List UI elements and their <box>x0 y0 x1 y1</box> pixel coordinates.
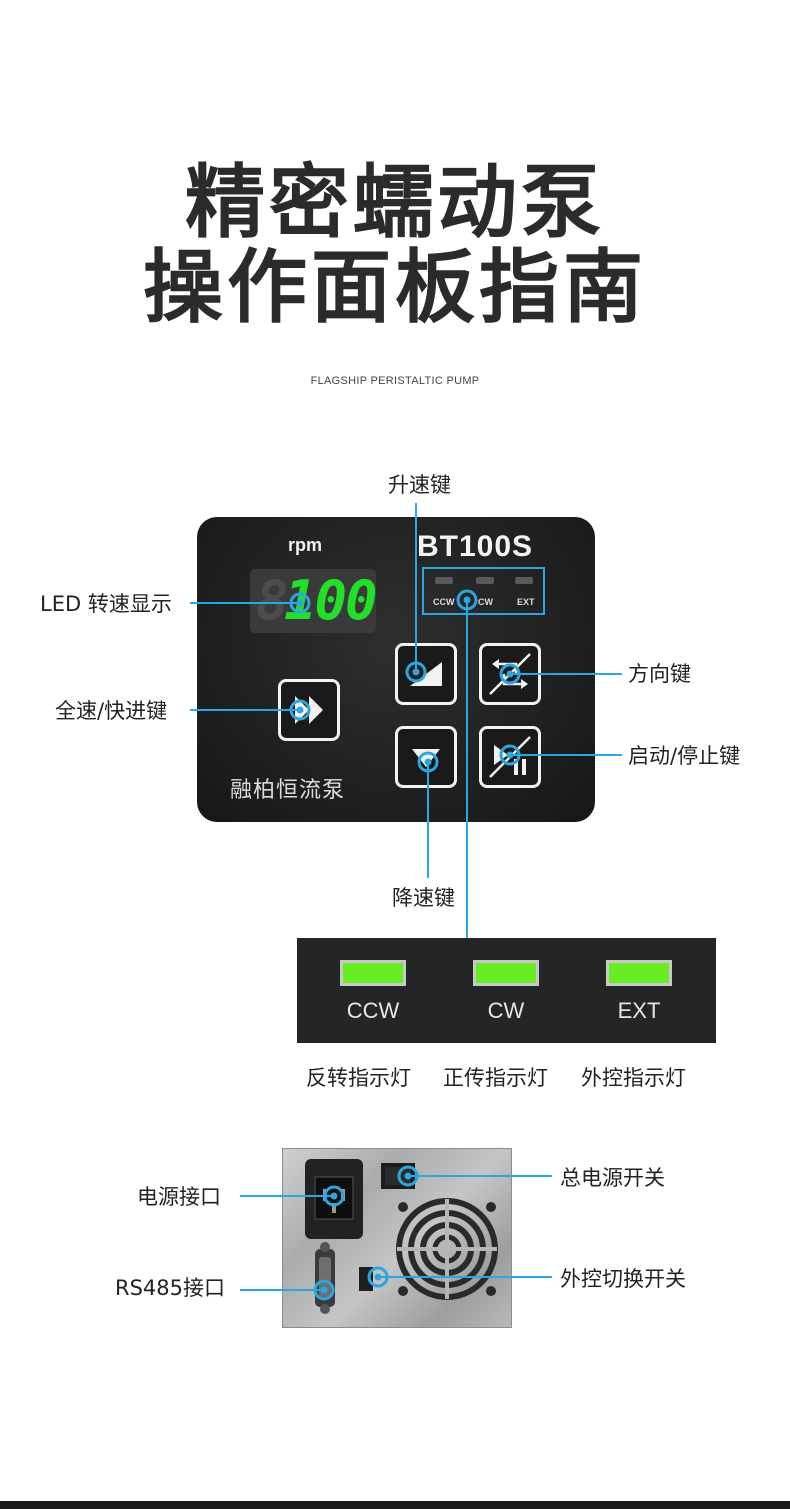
speed-down-button[interactable] <box>395 726 457 788</box>
callout-power-port: 电源接口 <box>137 1185 221 1209</box>
page-subtitle: FLAGSHIP PERISTALTIC PUMP <box>310 375 480 387</box>
target-rings <box>289 589 521 1301</box>
ccw-indicator-led <box>435 577 453 584</box>
callout-full-speed: 全速/快进键 <box>55 699 168 723</box>
callout-speed-down: 降速键 <box>392 886 455 910</box>
page-title-line2: 操作面板指南 <box>143 241 647 334</box>
callout-ext-switch: 外控切换开关 <box>560 1267 686 1291</box>
ccw-led <box>340 960 406 986</box>
cw-indicator-led <box>476 577 494 584</box>
ccw-indicator-label: CCW <box>433 597 455 607</box>
ccw-led-label: CCW <box>346 998 400 1023</box>
callout-main-switch: 总电源开关 <box>560 1166 665 1190</box>
callout-led-display: LED 转速显示 <box>40 592 172 616</box>
model-label: BT100S <box>417 530 534 563</box>
ext-led-label: EXT <box>617 998 661 1023</box>
page-title-line1: 精密蠕动泵 <box>185 156 605 249</box>
cw-indicator-label: CW <box>478 597 493 607</box>
ext-indicator-label: EXT <box>517 597 535 607</box>
callout-rs485-port: RS485接口 <box>115 1276 226 1300</box>
control-panel: rpm BT100S 8 100 CCW CW EXT <box>197 517 595 822</box>
cw-led-label: CW <box>487 998 525 1023</box>
callout-start-stop: 启动/停止键 <box>628 744 741 768</box>
rpm-label: rpm <box>288 535 323 555</box>
ccw-lamp-caption: 反转指示灯 <box>306 1066 411 1090</box>
ext-indicator-led <box>515 577 533 584</box>
display-ghost-digit: 8 <box>256 569 289 632</box>
brand-label: 融柏恒流泵 <box>230 778 346 803</box>
cw-lamp-caption: 正传指示灯 <box>443 1066 548 1090</box>
start-stop-button[interactable] <box>479 726 541 788</box>
direction-indicator-group: CCW CW EXT <box>422 567 545 615</box>
bottom-divider <box>0 1501 790 1509</box>
ext-lamp-caption: 外控指示灯 <box>581 1066 686 1090</box>
callout-speed-up: 升速键 <box>388 473 451 497</box>
indicator-strip: CCW CW EXT <box>297 938 716 1043</box>
callout-direction: 方向键 <box>628 662 691 686</box>
rear-panel-hardware <box>305 1159 498 1314</box>
ext-led <box>606 960 672 986</box>
cw-led <box>473 960 539 986</box>
